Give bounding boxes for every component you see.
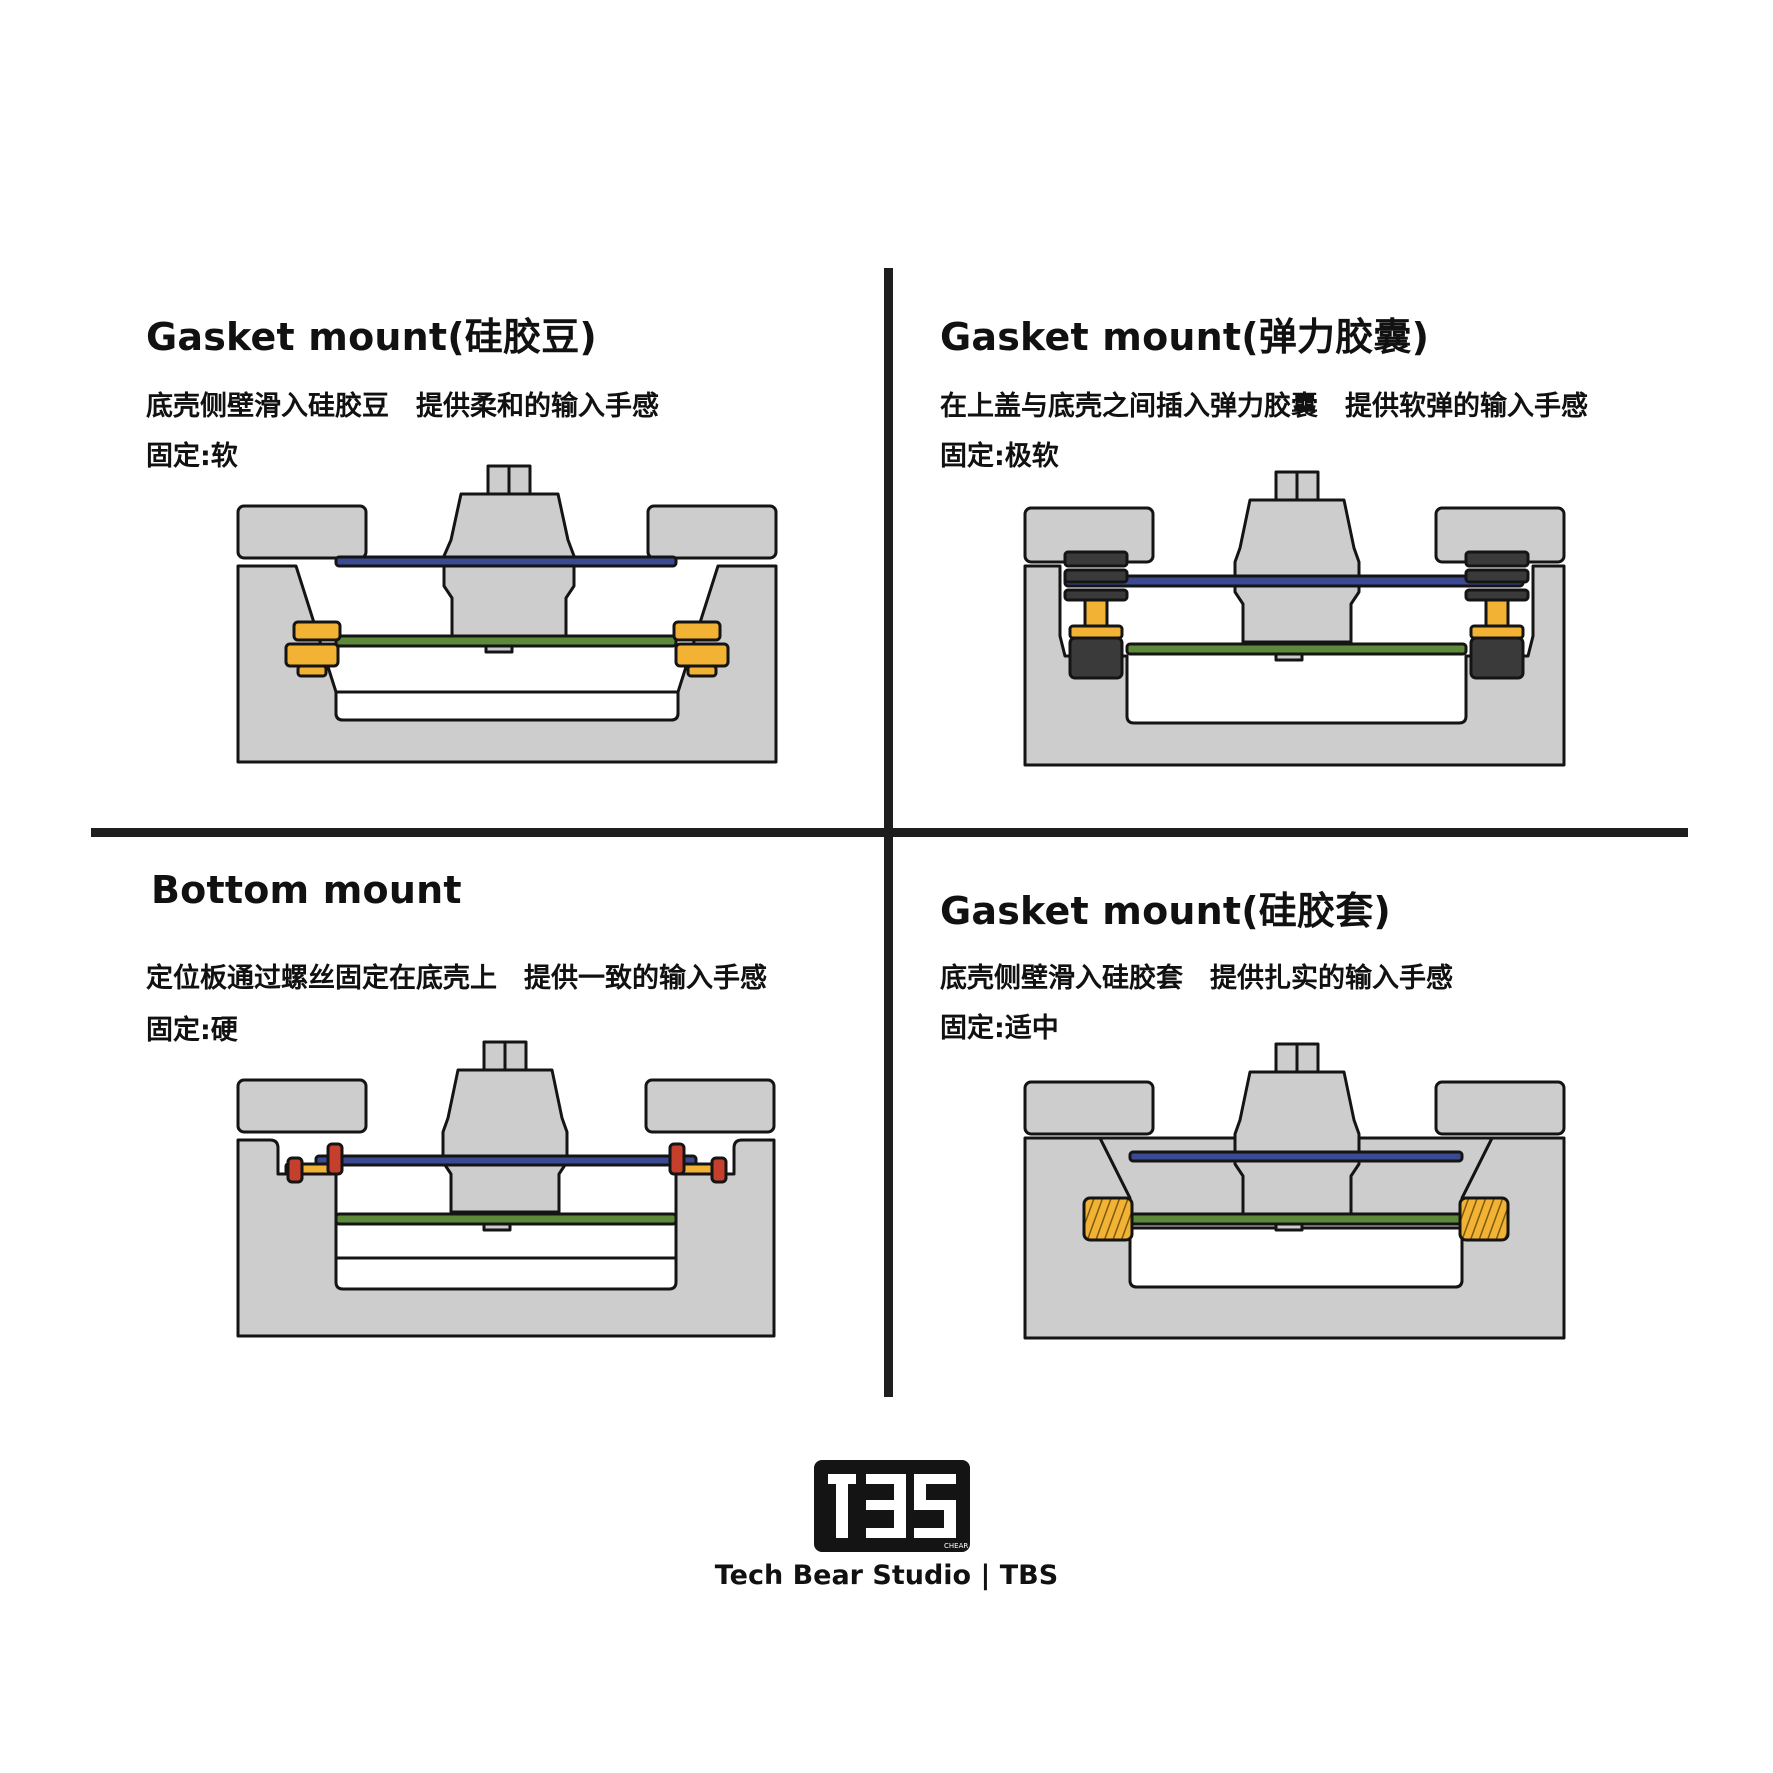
screw-icon xyxy=(284,1142,728,1184)
top-case-right xyxy=(646,504,778,560)
gasket-icon xyxy=(1063,550,1530,680)
gasket-sleeve-diagram xyxy=(1023,1042,1566,1340)
plate xyxy=(334,555,678,568)
plate xyxy=(1128,1150,1464,1163)
panel-title: Gasket mount(硅胶豆) xyxy=(146,315,597,359)
panel-title: Bottom mount xyxy=(151,868,462,912)
horizontal-divider xyxy=(91,828,1688,837)
panel-fixing: 固定:软 xyxy=(146,441,238,472)
plate xyxy=(314,1154,698,1167)
panel-gasket-silicone-bean: Gasket mount(硅胶豆) 底壳侧壁滑入硅胶豆 提供柔和的输入手感 固定… xyxy=(146,300,906,840)
panel-fixing: 固定:极软 xyxy=(940,441,1059,472)
panel-fixing: 固定:适中 xyxy=(940,1013,1059,1044)
gasket-icon xyxy=(284,620,730,678)
panel-description: 定位板通过螺丝固定在底壳上 提供一致的输入手感 xyxy=(146,963,767,994)
top-case-left xyxy=(1023,1080,1155,1136)
panel-title: Gasket mount(弹力胶囊) xyxy=(940,315,1430,359)
silicone-sleeve-icon xyxy=(1082,1196,1510,1242)
bottom-mount-diagram xyxy=(236,1040,776,1338)
gasket-bean-diagram xyxy=(236,464,778,764)
plate xyxy=(1063,574,1525,588)
panel-description: 底壳侧壁滑入硅胶豆 提供柔和的输入手感 xyxy=(146,391,659,422)
logo-subtext: CHEAR xyxy=(944,1542,968,1550)
top-case-left xyxy=(236,1078,368,1134)
brand-name: Tech Bear Studio | TBS xyxy=(714,1560,1059,1591)
panel-gasket-sleeve: Gasket mount(硅胶套) 底壳侧壁滑入硅胶套 提供扎实的输入手感 固定… xyxy=(940,868,1700,1408)
top-case-right xyxy=(644,1078,776,1134)
panel-description: 底壳侧壁滑入硅胶套 提供扎实的输入手感 xyxy=(940,963,1453,994)
panel-title: Gasket mount(硅胶套) xyxy=(940,889,1391,933)
top-case-left xyxy=(236,504,368,560)
panel-description: 在上盖与底壳之间插入弹力胶囊 提供软弹的输入手感 xyxy=(940,391,1588,422)
top-case-right xyxy=(1434,1080,1566,1136)
panel-bottom-mount: Bottom mount 定位板通过螺丝固定在底壳上 提供一致的输入手感 固定:… xyxy=(146,868,906,1408)
tbs-logo: CHEAR xyxy=(814,1460,970,1552)
panel-fixing: 固定:硬 xyxy=(146,1015,238,1046)
panel-gasket-capsule: Gasket mount(弹力胶囊) 在上盖与底壳之间插入弹力胶囊 提供软弹的输… xyxy=(940,300,1700,840)
gasket-capsule-diagram xyxy=(1023,470,1566,767)
